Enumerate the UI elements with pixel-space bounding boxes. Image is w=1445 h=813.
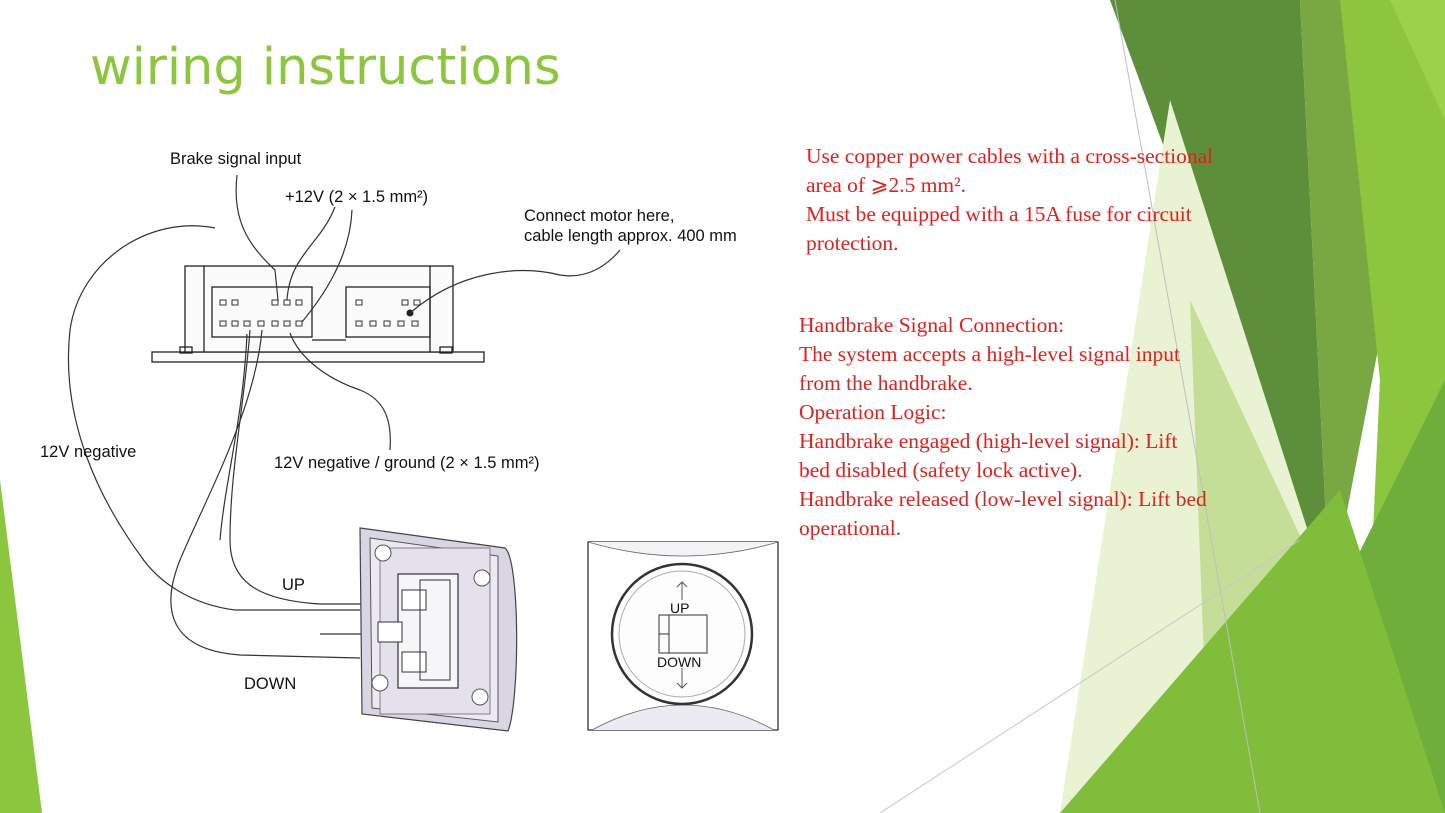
label-connect-motor-line1: Connect motor here,: [524, 207, 675, 225]
wiring-diagram: [67, 174, 779, 732]
label-12v-negative-ground: 12V negative / ground (2 × 1.5 mm²): [274, 454, 540, 472]
handbrake-note-line: The system accepts a high-level signal i…: [799, 342, 1180, 366]
handbrake-note: Handbrake Signal Connection: The system …: [799, 311, 1207, 543]
label-brake-signal-input: Brake signal input: [170, 150, 302, 168]
switch-panel-front: [587, 541, 779, 731]
handbrake-note-line: Handbrake engaged (high-level signal): L…: [799, 429, 1178, 453]
label-connect-motor-line2: cable length approx. 400 mm: [524, 227, 737, 245]
handbrake-note-line: operational.: [799, 516, 902, 540]
handbrake-note-line: from the handbrake.: [799, 371, 973, 395]
switch-panel-rear: [359, 527, 518, 732]
connector-pins: [219, 299, 421, 327]
cable-note-line: protection.: [806, 231, 899, 255]
label-down-right: DOWN: [657, 654, 702, 670]
cable-note-line: area of ⩾2.5 mm².: [806, 173, 966, 197]
wires: [67, 174, 621, 659]
page-title: wiring instructions: [90, 38, 561, 97]
handbrake-note-line: Handbrake Signal Connection:: [799, 313, 1065, 337]
cable-note-line: Use copper power cables with a cross-sec…: [806, 144, 1214, 168]
handbrake-note-line: bed disabled (safety lock active).: [799, 458, 1083, 482]
controller-box: [151, 265, 485, 363]
label-up-right: UP: [670, 600, 690, 616]
label-down-left: DOWN: [244, 675, 297, 693]
label-plus-12v: +12V (2 × 1.5 mm²): [285, 188, 429, 206]
cable-note: Use copper power cables with a cross-sec…: [806, 142, 1213, 258]
cable-note-line: Must be equipped with a 15A fuse for cir…: [806, 202, 1192, 226]
label-12v-negative: 12V negative: [40, 443, 137, 461]
handbrake-note-line: Handbrake released (low-level signal): L…: [799, 487, 1207, 511]
handbrake-note-line: Operation Logic:: [799, 400, 947, 424]
label-up-left: UP: [282, 576, 305, 594]
